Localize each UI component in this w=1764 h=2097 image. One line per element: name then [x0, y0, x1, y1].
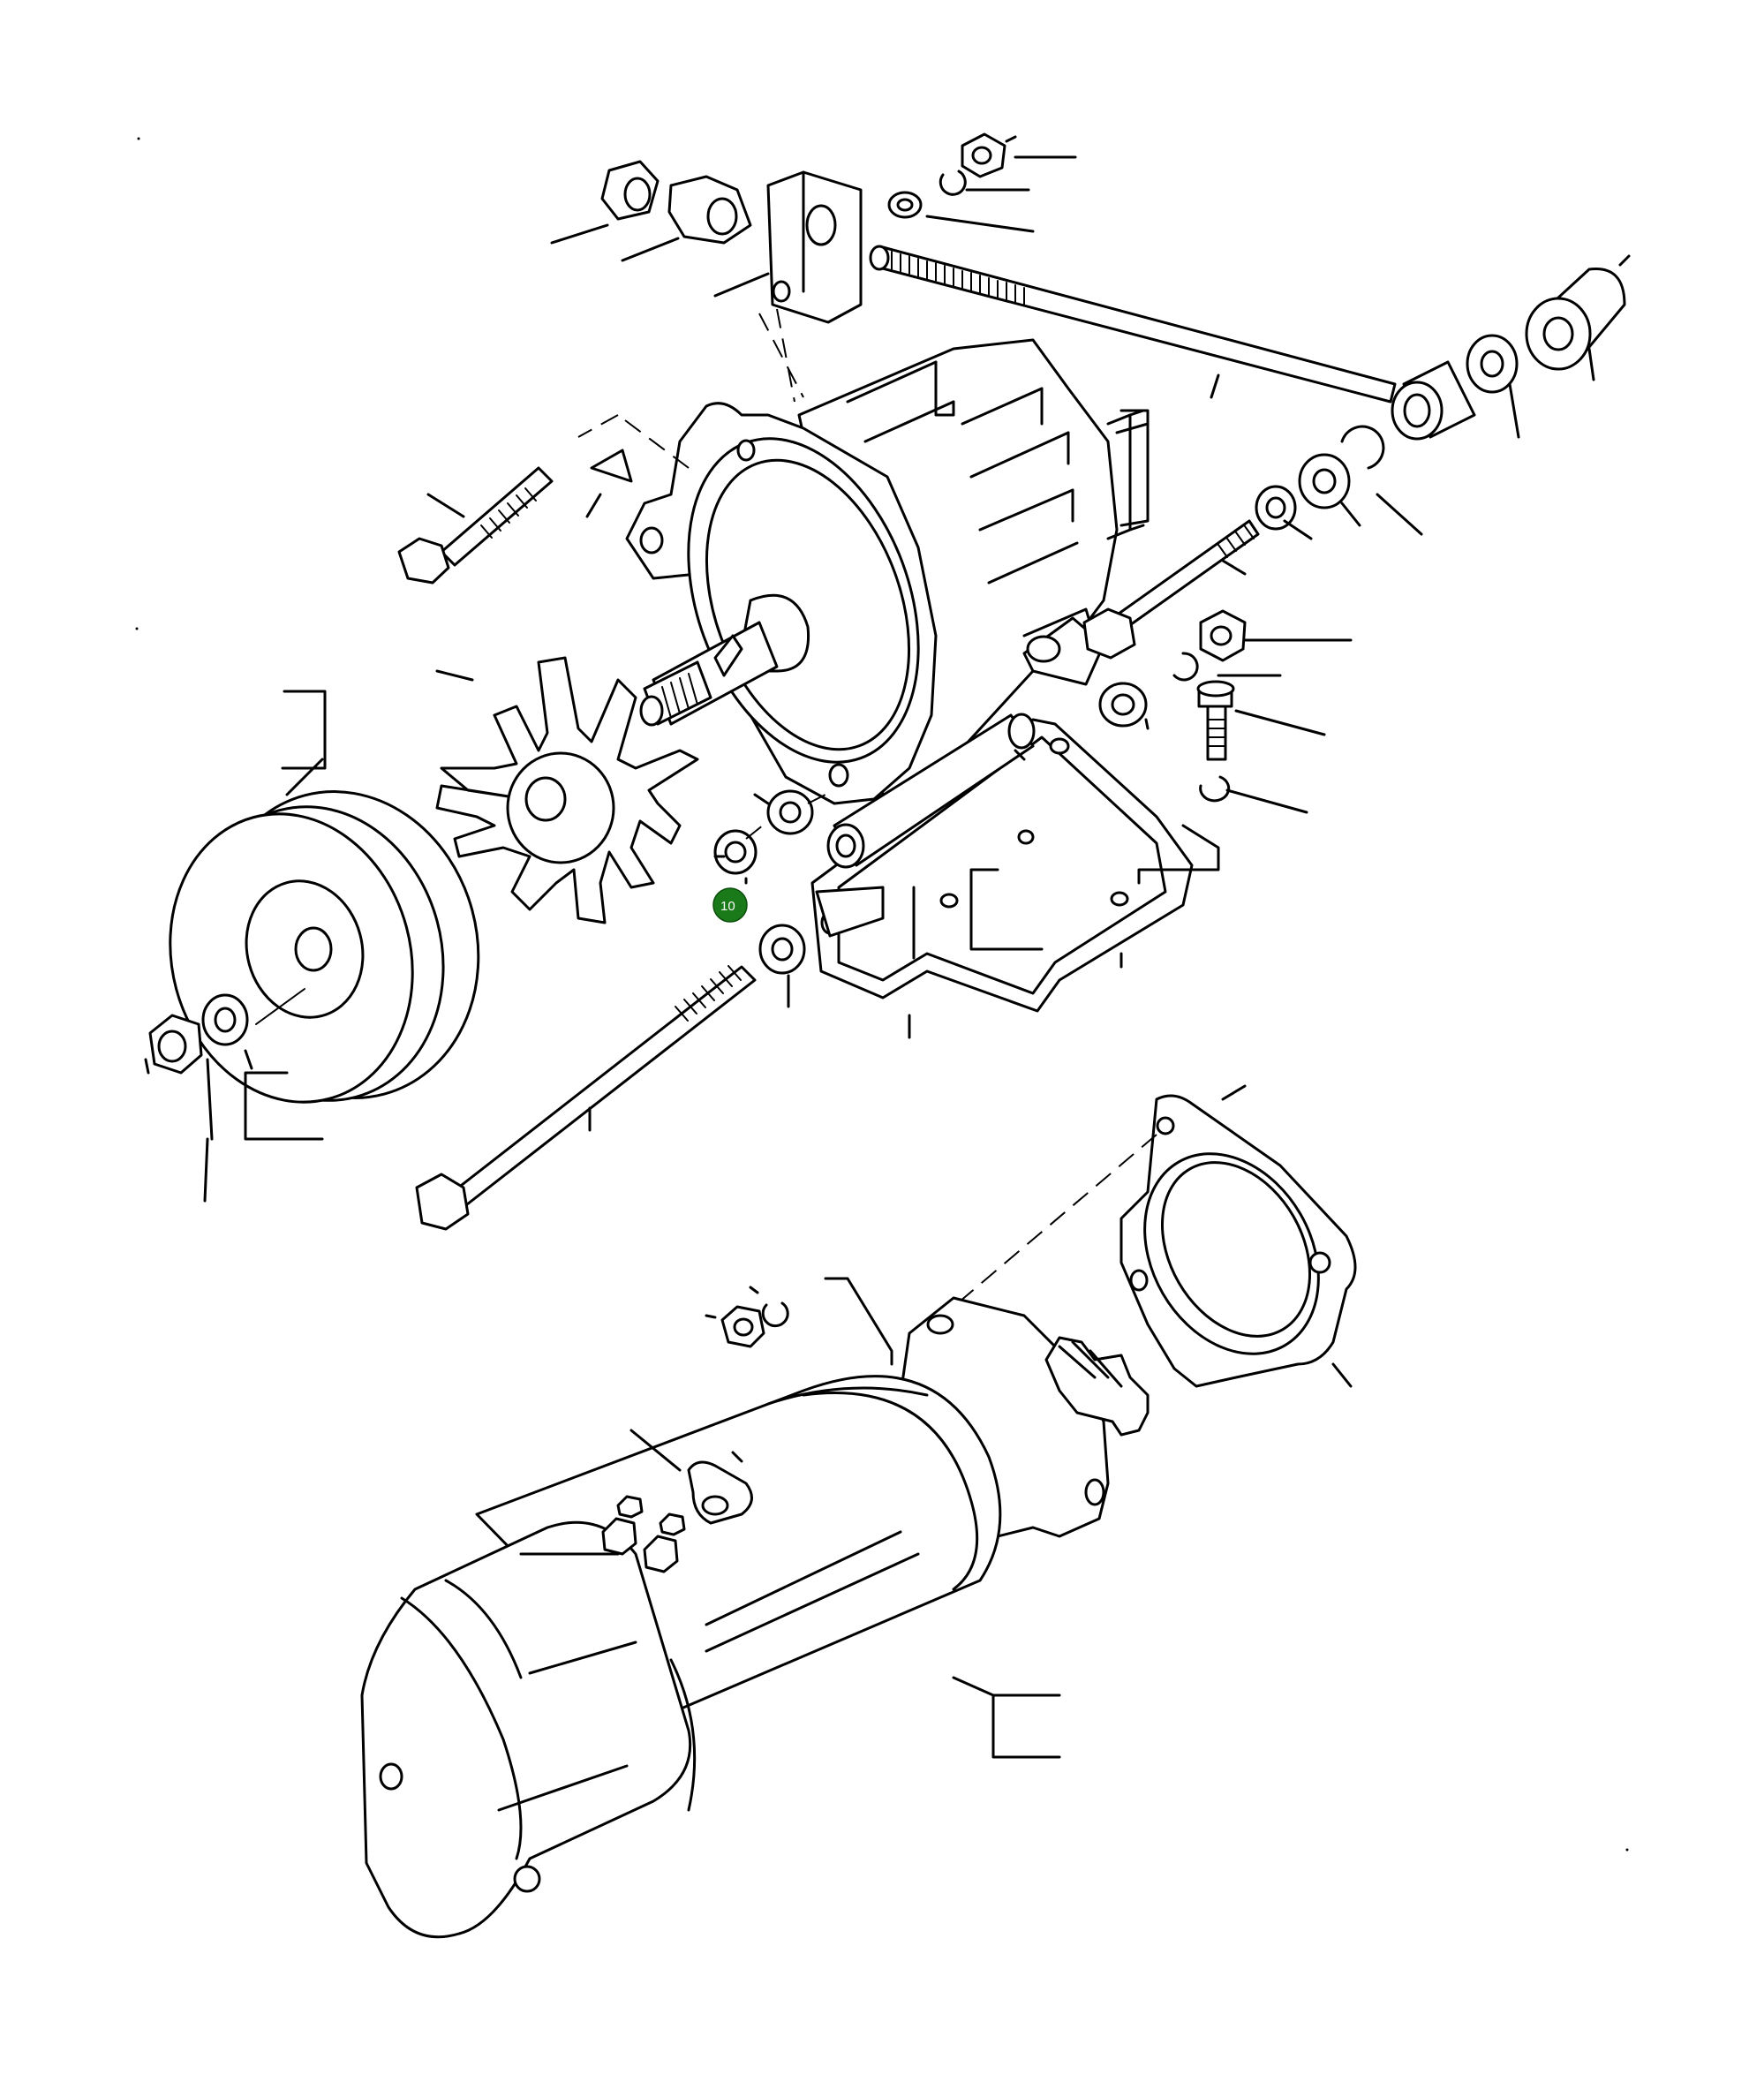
alternator-body — [625, 338, 1145, 805]
bracket-bush — [826, 713, 1036, 869]
spacer-nut-group — [621, 175, 752, 262]
starter-motor — [360, 1296, 1150, 1939]
adjusting-nut-group — [550, 160, 660, 245]
right-fastener-cluster — [1098, 609, 1353, 814]
spacer-washers — [713, 789, 814, 1008]
mounting-bracket-block — [713, 170, 863, 324]
pivot-bolt — [1082, 425, 1423, 660]
small-washers-top — [887, 132, 1077, 233]
adjusting-rod — [869, 245, 1397, 404]
starter-mounting-flange — [1119, 1084, 1357, 1388]
through-bolt-upper — [397, 466, 554, 585]
starter-fasteners — [705, 1277, 893, 1366]
drive-pulley — [169, 758, 480, 1104]
through-bolt-lower — [415, 965, 757, 1231]
pulley-nut-washer — [144, 993, 324, 1203]
callout-number-label: 10 — [720, 899, 735, 914]
sleeve-bushings — [1391, 254, 1631, 441]
callout-hotspot[interactable]: 10 — [712, 887, 748, 923]
support-bracket — [810, 718, 1194, 1039]
wedge-key — [585, 449, 633, 518]
cooling-fan — [435, 656, 699, 924]
